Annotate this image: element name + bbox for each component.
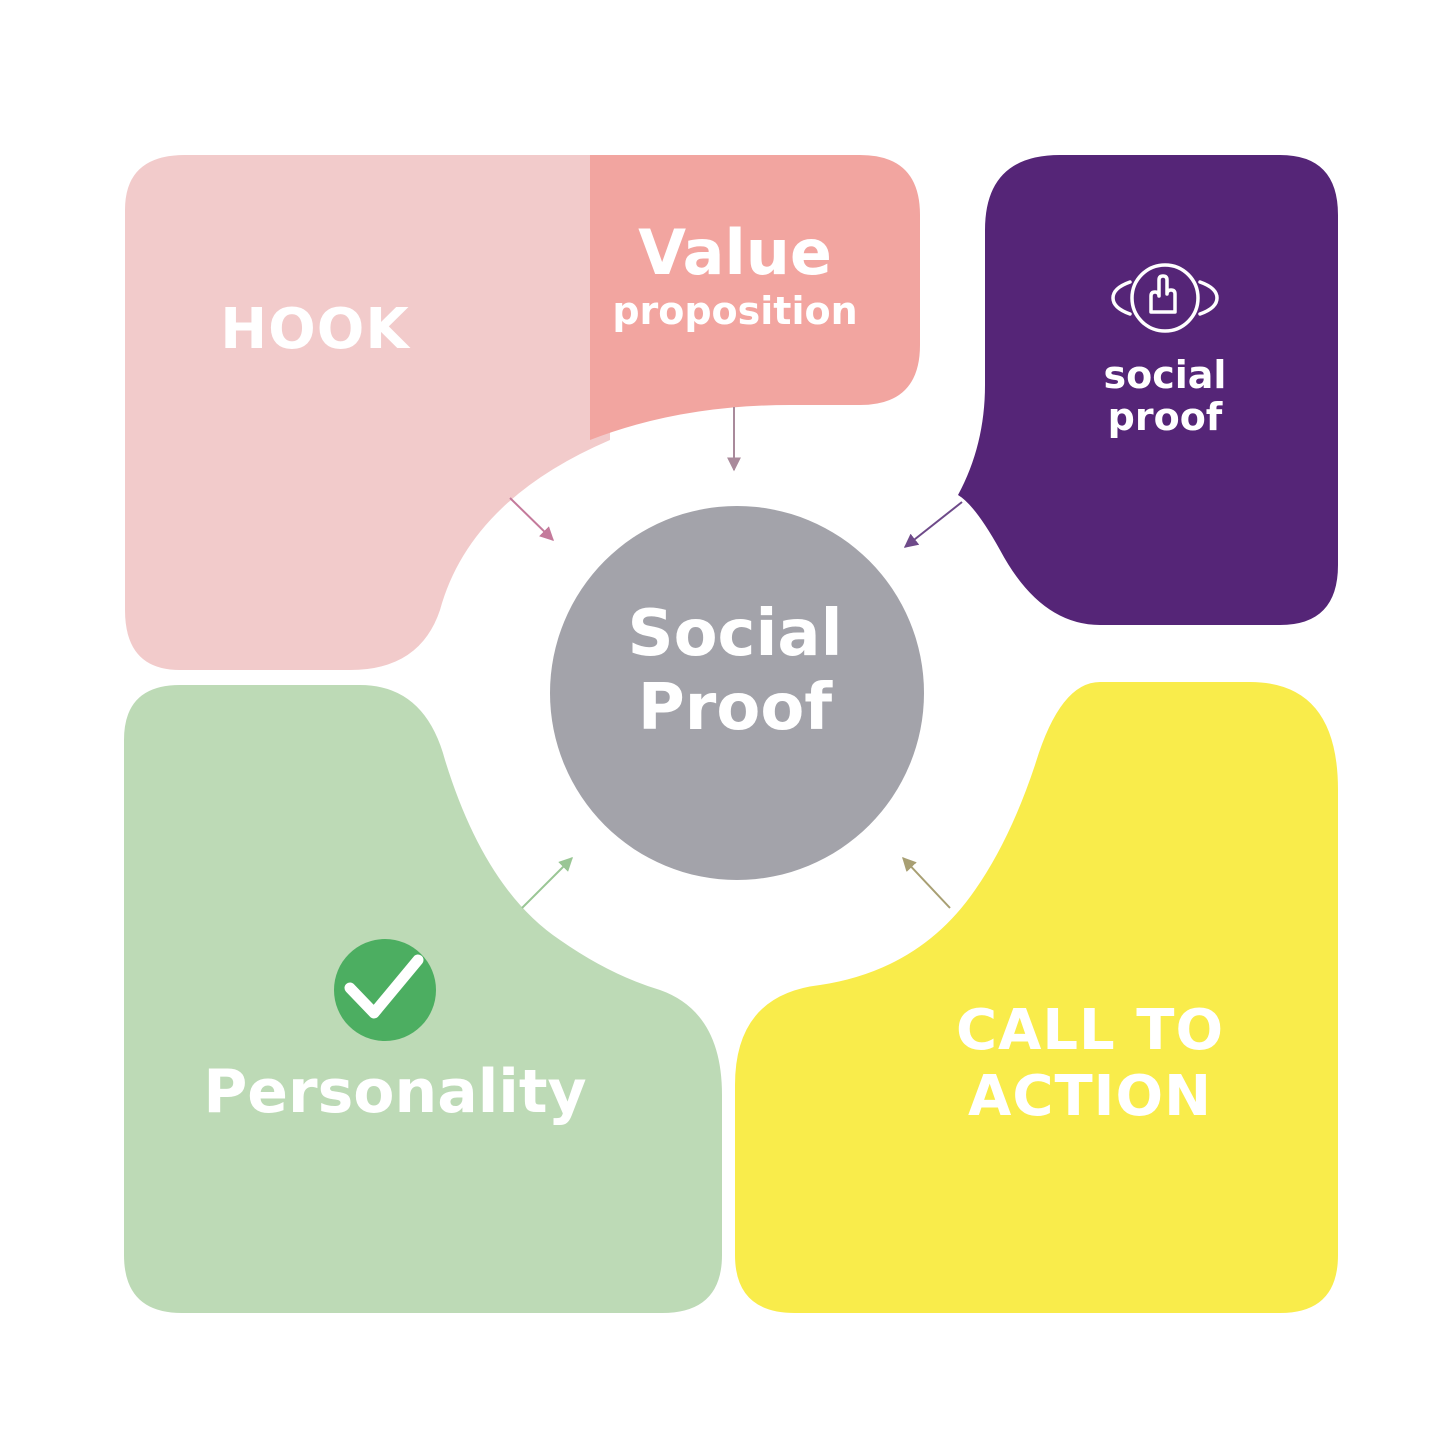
checkmark-circle-icon [334, 939, 436, 1041]
call-to-action-label: CALL TO ACTION [930, 1003, 1250, 1125]
hook-label: HOOK [215, 302, 415, 358]
arrow-hook-to-center [509, 497, 555, 541]
value-proposition-line2: proposition [612, 289, 858, 333]
center-label-line1: Social [627, 597, 843, 671]
value-proposition-block [590, 155, 920, 440]
arrow-social-to-center [903, 501, 963, 548]
center-circle [550, 506, 924, 880]
social-proof-label: social proof [1080, 356, 1250, 436]
center-label-line2: Proof [637, 671, 833, 745]
hook-label-text: HOOK [220, 297, 410, 362]
personality-label-text: Personality [203, 1057, 587, 1127]
hand-touch-icon [1111, 263, 1219, 333]
call-to-action-line1: CALL TO [955, 998, 1225, 1063]
call-to-action-block [735, 682, 1338, 1313]
arrow-personality-to-center [521, 857, 573, 909]
social-proof-line1: social [1103, 353, 1227, 397]
value-proposition-line1: Value [638, 216, 832, 289]
social-proof-line2: proof [1107, 395, 1223, 439]
arrow-cta-to-center [902, 856, 951, 909]
call-to-action-line2: ACTION [968, 1064, 1212, 1129]
social-proof-block [958, 155, 1338, 625]
personality-label: Personality [195, 1062, 595, 1122]
center-label: Social Proof [585, 602, 885, 740]
value-proposition-label: Value proposition [600, 216, 870, 333]
hook-block [125, 155, 610, 670]
